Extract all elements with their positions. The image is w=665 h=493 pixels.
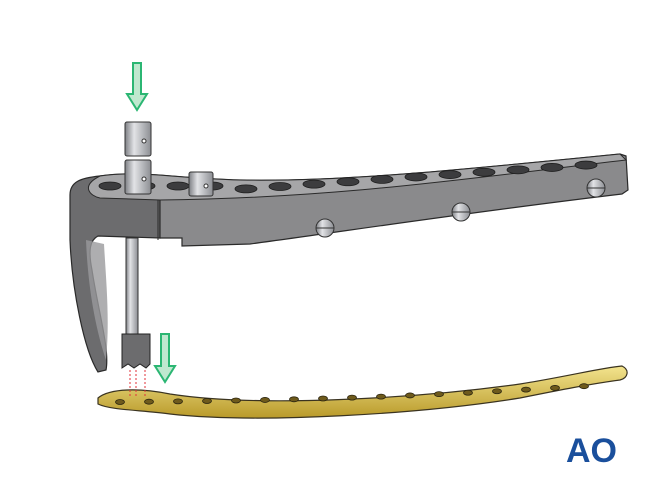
ao-logo: AO (566, 432, 617, 470)
plate-hole (231, 397, 241, 404)
frame-screw (586, 178, 606, 198)
frame-hole (268, 182, 292, 191)
frame-hole (234, 184, 258, 194)
plate-hole (144, 398, 154, 405)
plate-hole (347, 394, 357, 401)
frame-hole (404, 172, 428, 182)
plate-hole (550, 385, 560, 391)
plate-hole (173, 398, 183, 405)
frame-hole (336, 177, 360, 187)
plate-hole (521, 386, 531, 393)
drill-trajectory-lines (129, 370, 146, 398)
aiming-arm-frame (69, 153, 629, 373)
plate-hole (463, 389, 473, 396)
plate-hole (405, 392, 415, 399)
frame-hole (302, 179, 326, 189)
plate-hole (376, 393, 386, 400)
frame-hole (438, 170, 462, 180)
plate-hole (434, 391, 444, 398)
plate-hole (115, 399, 125, 405)
plate-hole (260, 397, 270, 403)
plate-hole (579, 383, 589, 390)
locking-bolt (188, 171, 214, 197)
frame-hole (506, 165, 530, 175)
plate-hole (492, 388, 502, 395)
plate-hole (289, 396, 299, 403)
plate-hole (202, 398, 212, 404)
plate-hole (318, 395, 328, 402)
arrow-down-icon (153, 333, 177, 384)
frame-screw (451, 202, 471, 222)
bone-plate (97, 365, 628, 419)
frame-hole (370, 174, 394, 184)
frame-hole (574, 160, 598, 170)
frame-hole (540, 163, 564, 172)
frame-hole (166, 181, 190, 191)
frame-hole (98, 181, 122, 191)
logo-text: AO (566, 432, 617, 470)
frame-screw (315, 218, 335, 238)
arrow-down-icon (125, 62, 149, 112)
drill-sleeve (121, 121, 152, 369)
frame-hole (472, 167, 496, 177)
